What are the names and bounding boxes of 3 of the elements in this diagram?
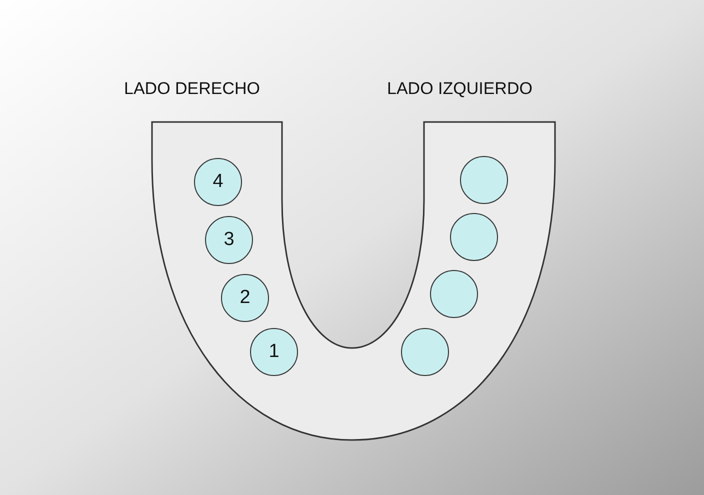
dental-arch: [152, 122, 555, 440]
side-label: LADO DERECHO: [124, 78, 260, 100]
side-label: LADO IZQUIERDO: [387, 78, 532, 100]
